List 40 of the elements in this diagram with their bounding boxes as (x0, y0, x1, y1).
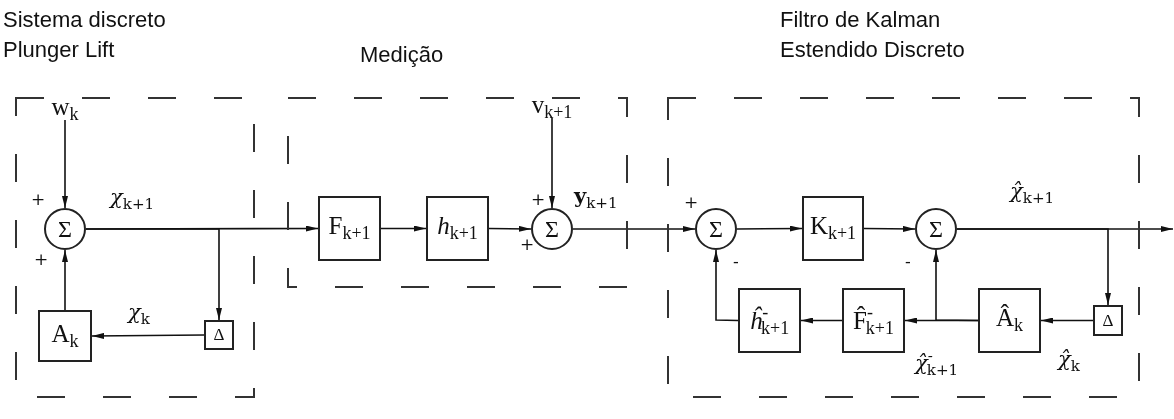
signal-arrow (380, 225, 427, 232)
signal-label: v$_{k+1}$ (529, 96, 575, 118)
signal-arrow (956, 228, 1111, 306)
transfer-block: F$_{k+1}$ (318, 196, 381, 261)
signal-arrow (91, 332, 205, 339)
group-heading: Medição (360, 41, 445, 69)
signal-label: χ$_{k+1}$ (110, 186, 155, 213)
summing-junction: Σ (44, 208, 86, 250)
transfer-block: h$_{k+1}$ (426, 196, 489, 261)
signal-arrow (736, 225, 803, 232)
signal-arrow (933, 249, 979, 322)
group-heading: Sistema discreto Plunger Lift (3, 6, 167, 64)
signal-arrow (62, 119, 68, 209)
signal-label: y$_{k+1}$ (574, 184, 618, 212)
delay-block: Δ (204, 320, 234, 350)
sign-label: + (31, 190, 46, 209)
group-heading: Filtro de Kalman Estendido Discreto (780, 6, 966, 64)
transfer-block: K$_{k+1}$ (802, 196, 864, 261)
signal-arrow (800, 317, 843, 324)
sign-label: - (733, 252, 739, 271)
sign-label: - (905, 252, 911, 271)
sign-label: + (34, 250, 49, 269)
signal-arrow (863, 225, 916, 232)
signal-arrow (713, 249, 739, 322)
transfer-block: Â$_{k}$ (978, 288, 1041, 353)
signal-arrow (572, 226, 696, 232)
signal-arrow (549, 117, 555, 209)
signal-arrow (488, 225, 532, 232)
sign-label: + (531, 190, 546, 209)
transfer-block: A$_{k}$ (38, 310, 92, 362)
delay-block: Δ (1093, 305, 1123, 336)
signal-arrow (1040, 317, 1094, 324)
signal-label: χ̂$_{k}$ (1058, 348, 1080, 375)
signal-arrow (85, 228, 222, 321)
signal-arrow (62, 249, 68, 311)
summing-junction: Σ (915, 208, 957, 250)
summing-junction: Σ (695, 208, 737, 250)
signal-label: χ$_{k}$ (128, 301, 150, 328)
signal-label: w$_{k}$ (45, 98, 85, 120)
signal-label: χ̂$_{k+1}$ (1010, 180, 1055, 207)
